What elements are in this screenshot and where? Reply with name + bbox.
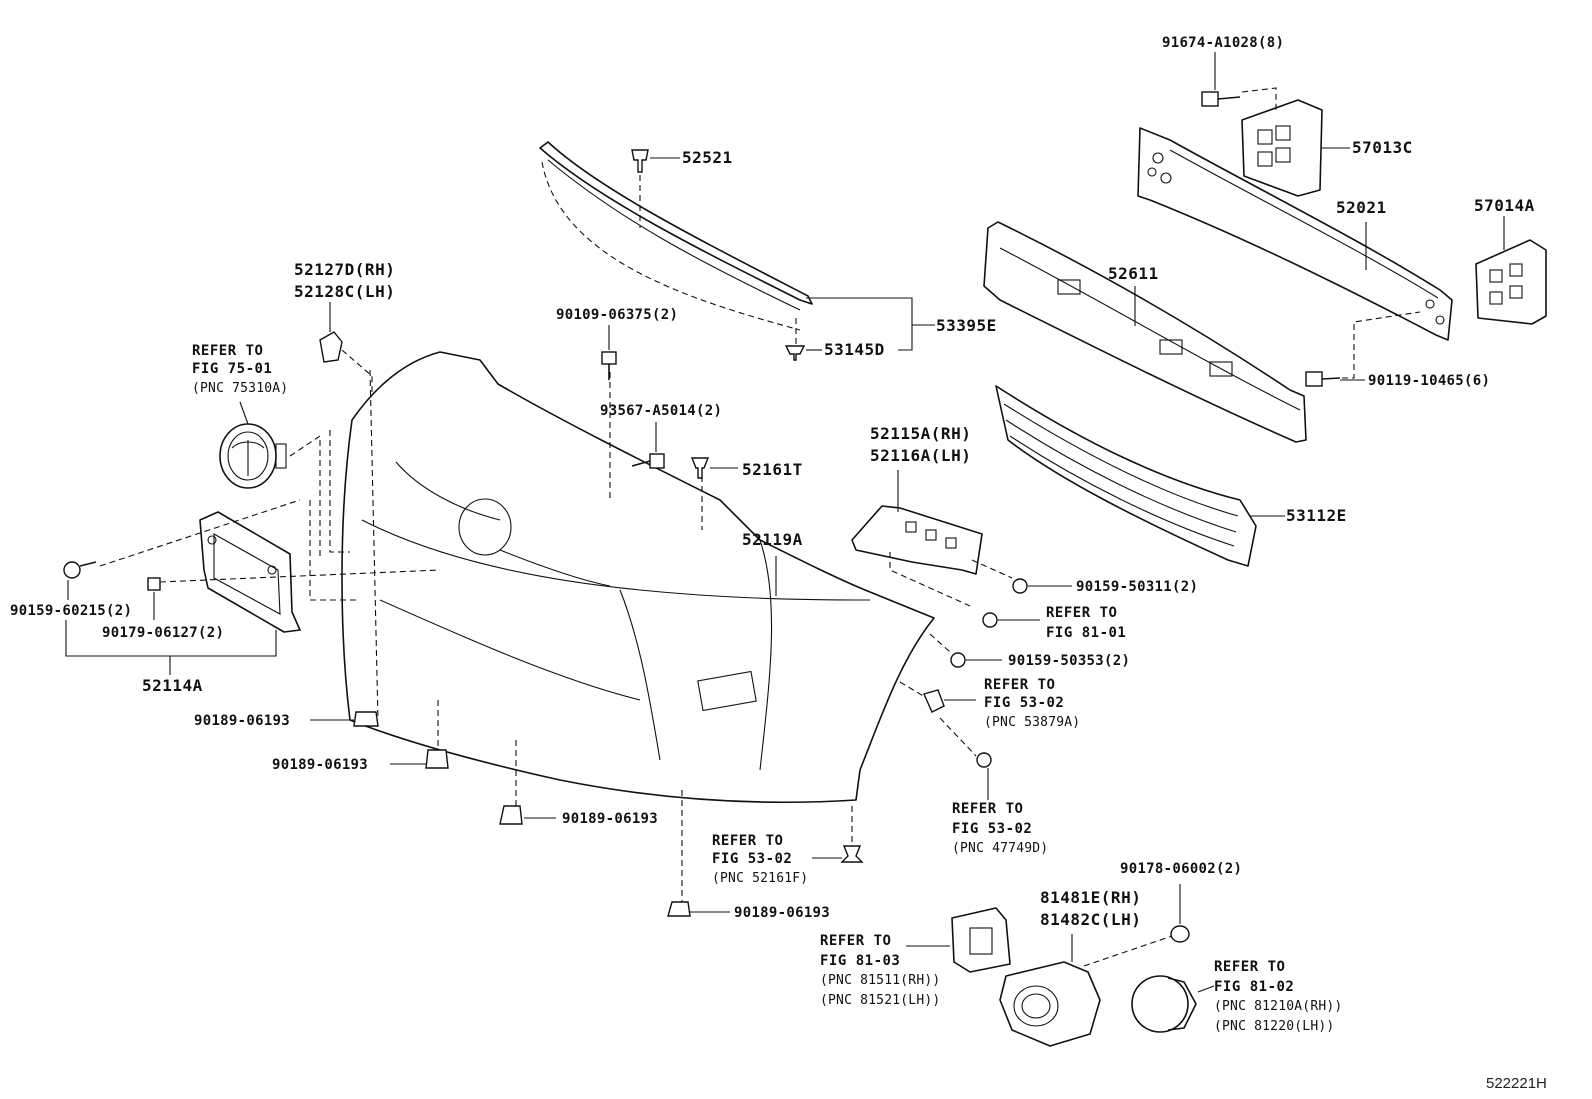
bolt-91674[interactable] (1201, 52, 1277, 110)
energy-absorber-52611[interactable] (983, 221, 1307, 443)
label-90159-60215: 90159-60215(2) (10, 603, 133, 619)
label-90178: 90178-06002(2) (1120, 861, 1243, 877)
fog-lamp-bracket-81481e[interactable] (999, 934, 1173, 1047)
screw-90159-60215[interactable] (63, 561, 97, 600)
clip-53879a[interactable] (923, 689, 976, 713)
label-90189-b: 90189-06193 (272, 757, 369, 773)
screw-90159-50353[interactable] (950, 652, 1002, 668)
label-52021: 52021 (1336, 198, 1387, 217)
label-57014a: 57014A (1474, 196, 1535, 215)
bracket-57013c[interactable] (1241, 99, 1350, 197)
ref-fig53-02b-line2[interactable]: FIG 53-02 (952, 821, 1033, 837)
ref-fig53-02a-line3: (PNC 53879A) (984, 715, 1081, 730)
ref-fig53-02a-line2[interactable]: FIG 53-02 (984, 695, 1065, 711)
label-52116a: 52116A(LH) (870, 446, 972, 465)
cap-52127d[interactable] (319, 302, 373, 392)
fog-lamp-fig81-02[interactable] (1131, 975, 1215, 1033)
label-52128c: 52128C(LH) (294, 282, 396, 301)
label-91674: 91674-A1028(8) (1162, 35, 1285, 51)
label-52611: 52611 (1108, 264, 1159, 283)
label-53395e: 53395E (936, 316, 997, 335)
label-52161t: 52161T (742, 460, 803, 479)
ref-fig53-02b-line1: REFER TO (952, 801, 1024, 817)
label-90189-d: 90189-06193 (734, 905, 831, 921)
ref-fig81-02-line1: REFER TO (1214, 959, 1286, 975)
label-90179: 90179-06127(2) (102, 625, 225, 641)
clip-53145d[interactable] (784, 318, 806, 361)
ref-fig53-02a-line1: REFER TO (984, 677, 1056, 693)
label-52119a: 52119A (742, 530, 803, 549)
label-53145d: 53145D (824, 340, 885, 359)
bumper-cover-52119a[interactable] (341, 351, 935, 804)
ref-fig75-line3: (PNC 75310A) (192, 381, 289, 396)
label-90159-50311: 90159-50311(2) (1076, 579, 1199, 595)
nut-90179[interactable] (147, 577, 161, 620)
label-53112e: 53112E (1286, 506, 1347, 525)
clip-90189-c[interactable] (499, 805, 556, 825)
nut-90178[interactable] (1170, 884, 1190, 943)
clip-52161f[interactable] (812, 845, 864, 863)
ref-fig81-02-line3: (PNC 81210A(RH)) (1214, 999, 1343, 1014)
label-52114a: 52114A (142, 676, 203, 695)
bolt-90119[interactable] (1305, 311, 1421, 387)
diagram-id: 522221H (1486, 1075, 1547, 1092)
label-81482c: 81482C(LH) (1040, 910, 1142, 929)
ref-fig81-01-line2[interactable]: FIG 81-01 (1046, 625, 1127, 641)
label-52127d: 52127D(RH) (294, 260, 396, 279)
side-retainer-52115a[interactable] (851, 470, 1013, 607)
label-90109: 90109-06375(2) (556, 307, 679, 323)
screw-90159-50311[interactable] (1012, 578, 1072, 594)
ref-fig81-03-line4: (PNC 81521(LH)) (820, 993, 941, 1008)
fog-lamp-cover-fig81-03[interactable] (906, 907, 1011, 973)
label-90189-c: 90189-06193 (562, 811, 659, 827)
ref-fig53-02c-line1: REFER TO (712, 833, 784, 849)
clip-90189-d[interactable] (667, 901, 730, 917)
ref-fig81-01-line1: REFER TO (1046, 605, 1118, 621)
ref-fig75-line2[interactable]: FIG 75-01 (192, 361, 273, 377)
screw-fig81-01[interactable] (982, 612, 1040, 628)
clip-90189-a[interactable] (310, 711, 379, 727)
ref-fig81-03-line3: (PNC 81511(RH)) (820, 973, 941, 988)
ref-fig81-02-line2[interactable]: FIG 81-02 (1214, 979, 1295, 995)
front-spoiler-strip[interactable] (539, 141, 813, 331)
label-93567: 93567-A5014(2) (600, 403, 723, 419)
ref-fig53-02c-line2[interactable]: FIG 53-02 (712, 851, 793, 867)
emblem-fig75[interactable] (219, 401, 321, 556)
clip-47749d[interactable] (976, 752, 992, 800)
ref-fig81-03-line1: REFER TO (820, 933, 892, 949)
clip-52161t[interactable] (690, 457, 738, 479)
bumper-reinforcement-52021[interactable] (1137, 127, 1453, 341)
label-52115a: 52115A(RH) (870, 424, 972, 443)
bracket-57014a[interactable] (1475, 216, 1547, 325)
ref-fig81-02-line4: (PNC 81220(LH)) (1214, 1019, 1335, 1034)
lower-grille-53112e[interactable] (995, 385, 1285, 567)
label-90159-50353: 90159-50353(2) (1008, 653, 1131, 669)
license-bracket-52114a[interactable] (65, 511, 301, 675)
label-52521: 52521 (682, 148, 733, 167)
ref-fig53-02c-line3: (PNC 52161F) (712, 871, 809, 886)
label-57013c: 57013C (1352, 138, 1413, 157)
label-81481e: 81481E(RH) (1040, 888, 1142, 907)
screw-93567[interactable] (631, 422, 665, 469)
ref-fig81-03-line2[interactable]: FIG 81-03 (820, 953, 901, 969)
label-90189-a: 90189-06193 (194, 713, 291, 729)
ref-fig53-02b-line3: (PNC 47749D) (952, 841, 1049, 856)
ref-fig75-line1: REFER TO (192, 343, 264, 359)
label-90119: 90119-10465(6) (1368, 373, 1491, 389)
clip-52521[interactable] (631, 149, 680, 228)
clip-90189-b[interactable] (390, 749, 449, 769)
bolt-90109[interactable] (601, 325, 617, 380)
